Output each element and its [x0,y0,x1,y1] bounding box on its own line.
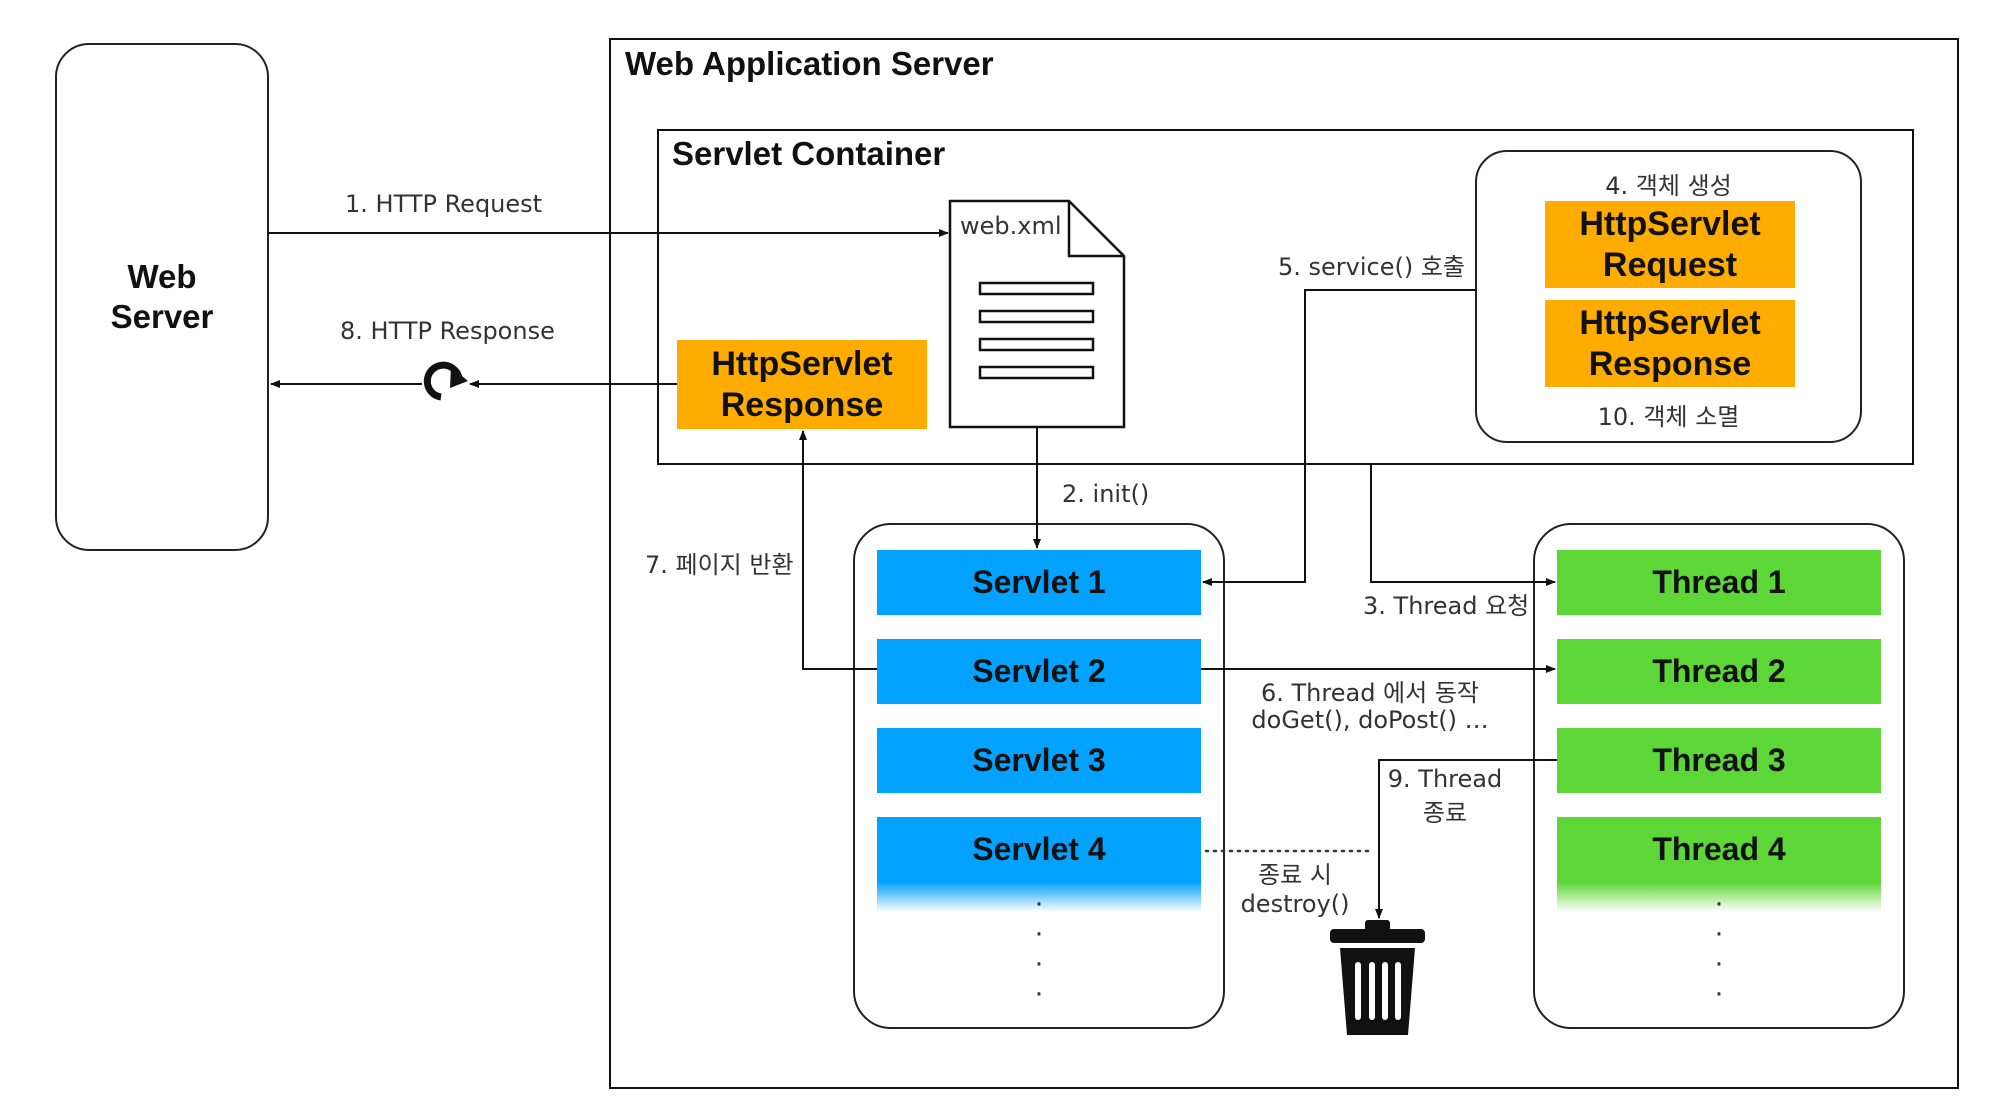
web-xml-label: web.xml [960,212,1062,240]
web-server-box: Web Server [55,43,269,551]
thread-4-label: Thread 4 [1652,831,1786,868]
thread-more-dots: ···· [1714,886,1724,1009]
thread-3-label: Thread 3 [1652,742,1786,779]
servlet-3-label: Servlet 3 [972,742,1106,779]
servlet-4-box: Servlet 4 [877,817,1201,882]
servlet-1-label: Servlet 1 [972,564,1106,601]
page-return-arrow [799,430,877,670]
http-response-label: 8. HTTP Response [340,317,555,345]
thread-2-box: Thread 2 [1557,639,1881,704]
service-call-arrow [1202,289,1475,586]
http-servlet-response-label-objects: HttpServlet Response [1579,303,1761,383]
trash-can-icon [1330,920,1425,1035]
http-servlet-request-label: HttpServlet Request [1579,204,1761,284]
servlet-more-dots: ···· [1034,886,1044,1009]
document-icon [948,199,1126,429]
destroy-label-2: destroy() [1240,890,1350,918]
objects-box [1475,150,1862,443]
was-title: Web Application Server [625,45,994,82]
http-servlet-response-box-objects: HttpServlet Response [1545,300,1795,387]
thread-run-label: 6. Thread 에서 동작 [1260,679,1480,707]
thread-fade [1557,882,1881,912]
thread-3-box: Thread 3 [1557,728,1881,793]
servlet-container-title: Servlet Container [672,135,946,172]
service-call-label: 5. service() 호출 [1278,253,1466,281]
thread-end-label-1: 9. Thread [1387,765,1503,793]
web-server-label: Web Server [110,258,214,335]
thread-2-label: Thread 2 [1652,653,1786,690]
thread-end-arrow [1375,759,1557,919]
object-destroy-label: 10. 객체 소멸 [1597,403,1740,431]
servlet-2-label: Servlet 2 [972,653,1106,690]
thread-end-label-2: 종료 [1422,799,1468,827]
http-servlet-request-box: HttpServlet Request [1545,201,1795,288]
http-request-label: 1. HTTP Request [345,190,543,218]
thread-1-box: Thread 1 [1557,550,1881,615]
thread-methods-label: doGet(), doPost() … [1251,706,1489,734]
refresh-icon [423,361,468,401]
object-create-label: 4. 객체 생성 [1605,172,1732,200]
page-return-label: 7. 페이지 반환 [645,551,794,579]
thread-request-arrow [1370,465,1556,586]
thread-1-label: Thread 1 [1652,564,1786,601]
thread-4-box: Thread 4 [1557,817,1881,882]
servlet-3-box: Servlet 3 [877,728,1201,793]
servlet-4-label: Servlet 4 [972,831,1106,868]
destroy-label-1: 종료 시 [1258,861,1332,889]
servlet-2-box: Servlet 2 [877,639,1201,704]
http-servlet-response-label: HttpServlet Response [711,344,893,424]
thread-request-label: 3. Thread 요청 [1363,592,1530,620]
http-servlet-response-box: HttpServlet Response [677,340,927,429]
init-label: 2. init() [1062,480,1150,508]
servlet-fade [877,882,1201,912]
servlet-1-box: Servlet 1 [877,550,1201,615]
